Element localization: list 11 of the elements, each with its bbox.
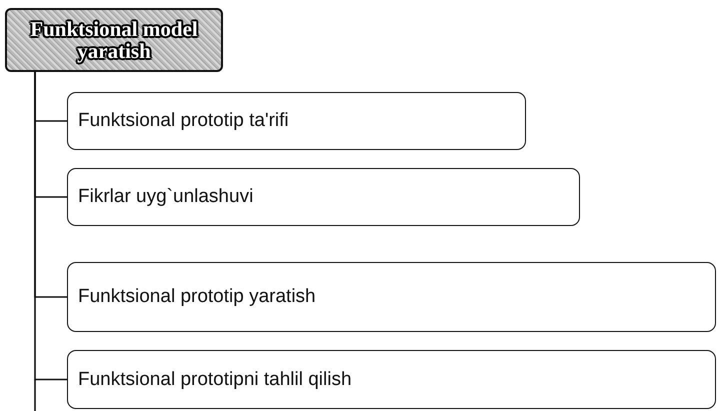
step-label: Fikrlar uyg`unlashuvi — [77, 186, 254, 208]
title-text: Funktsional model yaratish — [29, 18, 199, 62]
step-box — [67, 262, 716, 332]
step-box — [67, 168, 580, 226]
step-label: Funktsional prototip ta'rifi — [77, 110, 289, 132]
step-box — [67, 350, 716, 409]
step-label: Funktsional prototip yaratish — [77, 286, 316, 308]
connector-line — [34, 72, 67, 380]
step-label: Funktsional prototipni tahlil qilish — [77, 368, 352, 390]
title-box — [5, 8, 223, 72]
step-box — [67, 92, 526, 150]
